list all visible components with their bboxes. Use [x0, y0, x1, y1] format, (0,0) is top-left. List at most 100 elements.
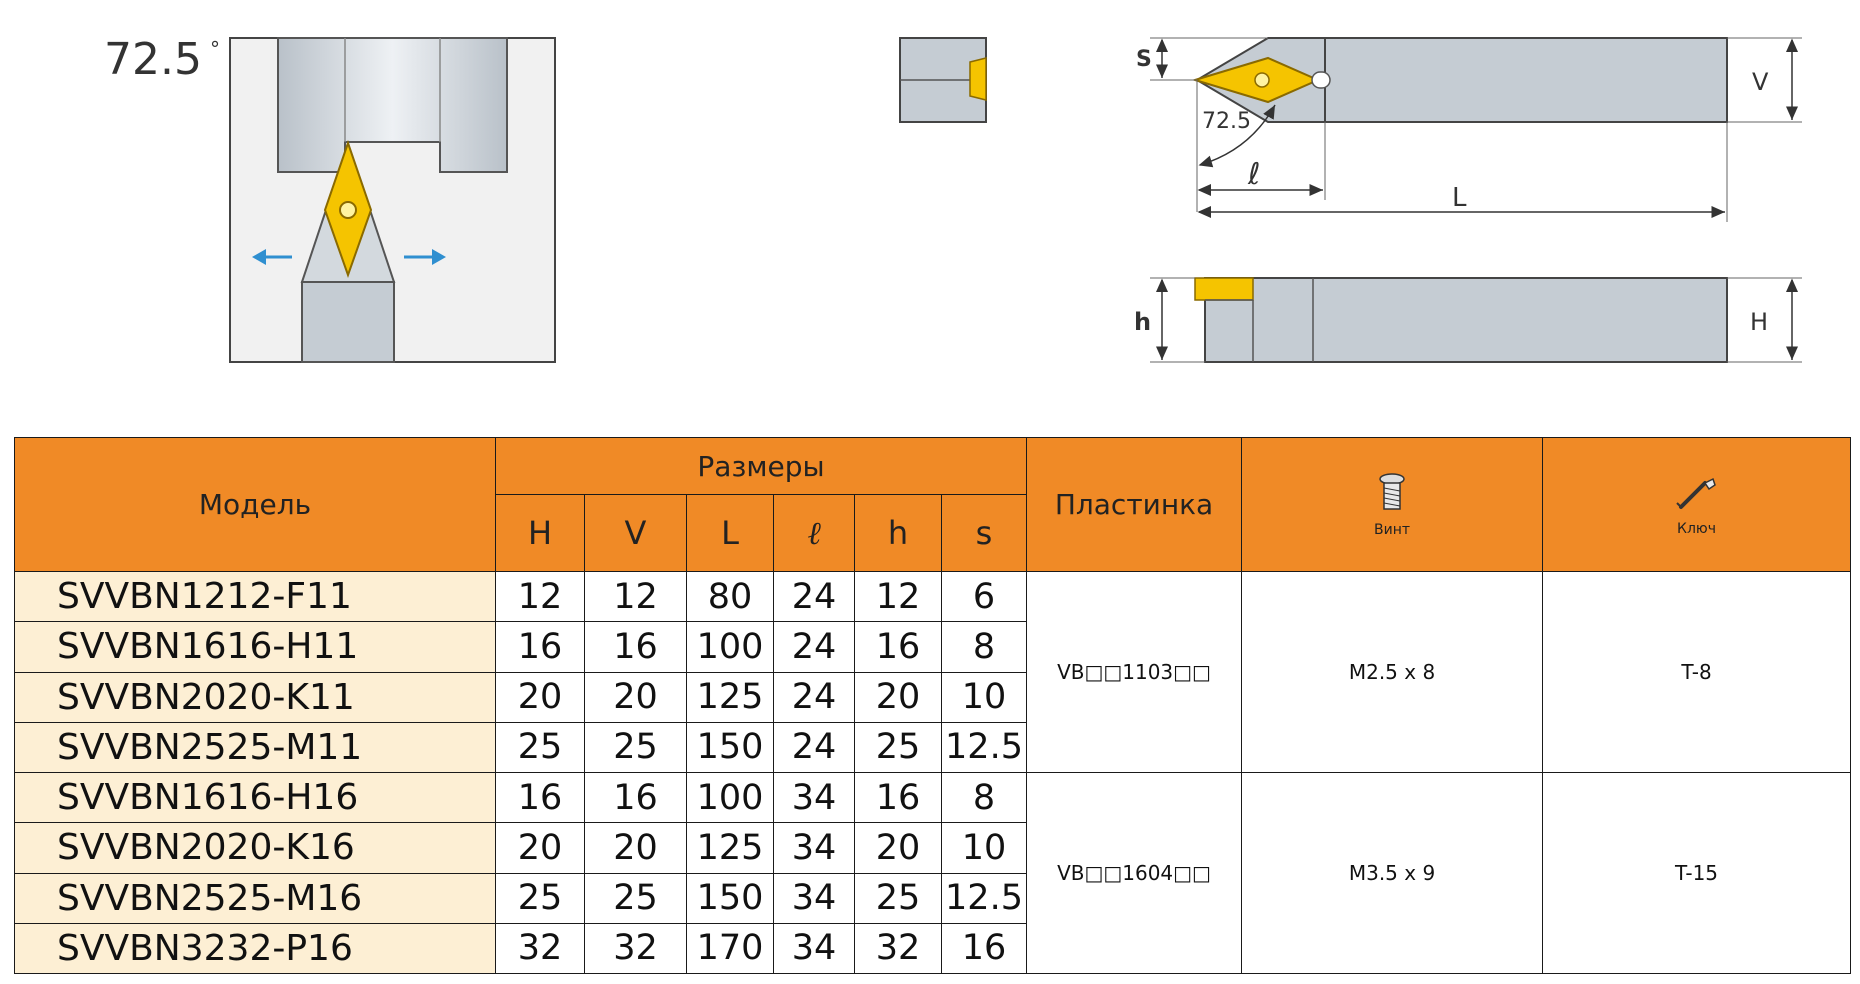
value-s: 10: [940, 822, 1028, 874]
table-row: SVVBN1212-F11 12 12 80 24 12 6 VB□□1103□…: [14, 570, 1852, 773]
dim-v-label: V: [1752, 68, 1769, 96]
value-l: 24: [773, 570, 855, 623]
header-dimensions: Размеры: [494, 437, 1028, 495]
value-s: 6: [940, 570, 1028, 623]
key-cell: T-8: [1542, 571, 1852, 773]
insert-cell: VB□□1604□□: [1026, 772, 1243, 974]
value-V: 25: [584, 721, 687, 774]
model-cell: SVVBN2525-M16: [14, 872, 496, 924]
value-H: 16: [495, 621, 585, 673]
dim-l-small-label: ℓ: [1247, 157, 1260, 192]
value-s: 12.5: [940, 872, 1028, 924]
value-s: 8: [940, 621, 1028, 673]
value-L: 80: [686, 570, 774, 623]
dim-angle-label: 72.5: [1202, 109, 1251, 134]
dim-l-total-label: L: [1452, 183, 1467, 213]
header-col-h: h: [854, 494, 942, 572]
value-h: 20: [854, 822, 942, 874]
table-row: SVVBN1616-H11 16 16 100 24 16 8: [14, 621, 1851, 673]
value-V: 32: [584, 922, 687, 975]
model-cell: SVVBN2525-M11: [14, 721, 496, 774]
value-l: 24: [773, 621, 855, 673]
side-view-shank: [1204, 277, 1728, 363]
insert-screw-hole: [339, 201, 357, 219]
dim-h-small-label: h: [1134, 308, 1151, 336]
table-row: SVVBN1616-H16 16 16 100 34 16 8 VB□□1604…: [14, 771, 1852, 974]
value-h: 25: [854, 872, 942, 924]
header-key: Ключ: [1542, 437, 1852, 572]
top-view-shank: [1324, 37, 1728, 123]
value-V: 16: [584, 621, 687, 673]
value-L: 125: [686, 822, 774, 874]
value-l: 24: [773, 671, 855, 723]
insert-cell: VB□□1103□□: [1026, 571, 1243, 773]
table-row: SVVBN2020-K16 20 20 125 34 20 10: [14, 822, 1851, 874]
holder-shank: [301, 281, 395, 363]
end-view: [899, 37, 987, 123]
value-H: 32: [495, 922, 585, 975]
value-h: 12: [854, 570, 942, 623]
model-cell: SVVBN3232-P16: [14, 922, 496, 975]
value-s: 16: [940, 922, 1028, 975]
value-H: 12: [495, 570, 585, 623]
spec-table: Модель Размеры Пластинка Винт: [14, 437, 1852, 975]
dim-h-big-label: H: [1750, 308, 1768, 336]
table-row: SVVBN3232-P16 32 32 170 34 32 16: [14, 922, 1851, 975]
value-L: 125: [686, 671, 774, 723]
value-V: 12: [584, 570, 687, 623]
value-V: 20: [584, 822, 687, 874]
screw-cell: M2.5 x 8: [1241, 571, 1544, 773]
header-model: Модель: [14, 437, 496, 572]
model-cell: SVVBN1616-H16: [14, 771, 496, 824]
value-V: 20: [584, 671, 687, 723]
model-cell: SVVBN1616-H11: [14, 621, 496, 673]
key-cell: T-15: [1542, 772, 1852, 974]
value-h: 16: [854, 621, 942, 673]
value-s: 12.5: [940, 721, 1028, 774]
top-view: S V 72.5 ℓ L: [1136, 37, 1802, 222]
header-col-V: V: [584, 494, 687, 572]
screw-icon: [1379, 472, 1405, 510]
header-insert: Пластинка: [1026, 437, 1243, 572]
value-H: 25: [495, 721, 585, 774]
angle-label-main: 72.5: [104, 34, 202, 85]
header-screw: Винт: [1241, 437, 1544, 572]
header-key-label: Ключ: [1677, 520, 1716, 537]
value-L: 150: [686, 872, 774, 924]
value-L: 170: [686, 922, 774, 975]
value-l: 34: [773, 822, 855, 874]
arrow-left-icon: [252, 249, 266, 265]
value-H: 20: [495, 671, 585, 723]
screw-cell: M3.5 x 9: [1241, 772, 1544, 974]
value-l: 34: [773, 872, 855, 924]
machining-view: 72.5 °: [104, 34, 556, 363]
dim-s-label: S: [1136, 47, 1152, 72]
table-row: SVVBN2020-K11 20 20 125 24 20 10: [14, 671, 1851, 723]
value-L: 150: [686, 721, 774, 774]
value-L: 100: [686, 621, 774, 673]
header-col-L: L: [686, 494, 774, 572]
value-s: 10: [940, 671, 1028, 723]
header-col-l: ℓ: [773, 494, 855, 572]
value-l: 34: [773, 771, 855, 824]
arrow-right-icon: [432, 249, 446, 265]
value-H: 25: [495, 872, 585, 924]
value-h: 32: [854, 922, 942, 975]
side-view-insert: [1194, 277, 1254, 301]
value-V: 25: [584, 872, 687, 924]
value-l: 24: [773, 721, 855, 774]
header-screw-label: Винт: [1374, 521, 1411, 538]
header-col-s: s: [940, 494, 1028, 572]
header-col-H: H: [495, 494, 585, 572]
value-h: 20: [854, 671, 942, 723]
value-H: 16: [495, 771, 585, 824]
end-view-insert: [969, 57, 987, 101]
model-cell: SVVBN1212-F11: [14, 570, 496, 623]
angle-degree-symbol: °: [210, 37, 220, 61]
value-H: 20: [495, 822, 585, 874]
table-row: SVVBN2525-M11 25 25 150 24 25 12.5: [14, 721, 1851, 774]
model-cell: SVVBN2020-K16: [14, 822, 496, 874]
value-h: 25: [854, 721, 942, 774]
tool-drawings: 72.5 ° S: [104, 34, 1802, 363]
key-icon: [1675, 477, 1716, 509]
